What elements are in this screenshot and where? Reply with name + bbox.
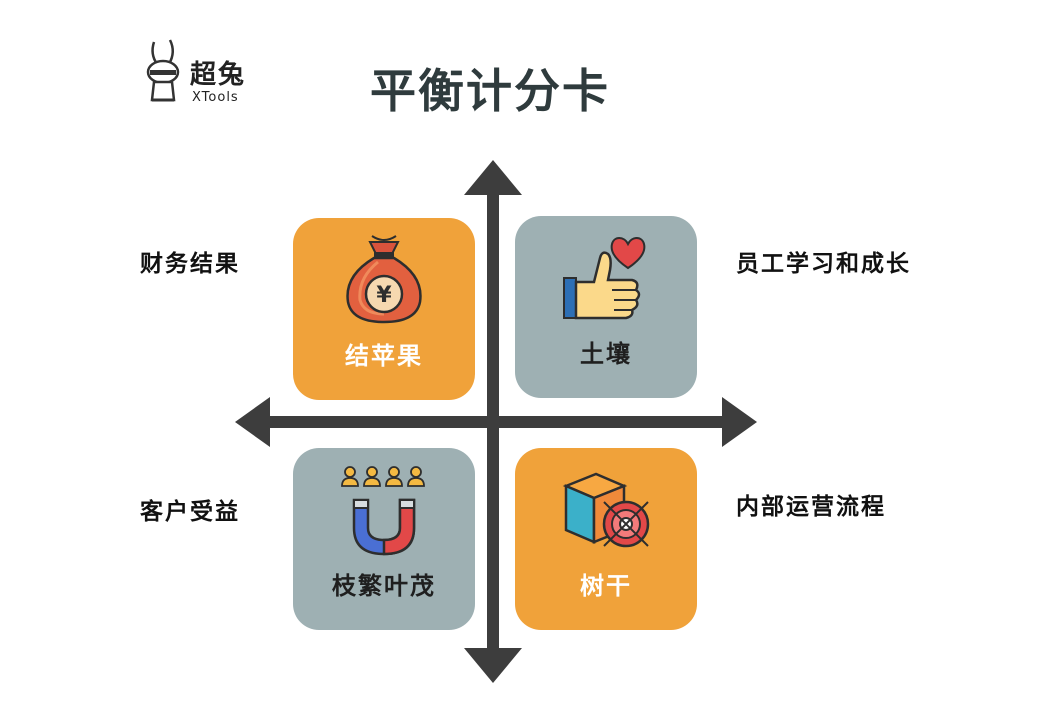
side-label-internal-process: 内部运营流程 xyxy=(736,494,886,520)
horizontal-axis-line xyxy=(265,416,727,428)
logo-chinese-text: 超兔 xyxy=(190,60,247,90)
side-label-customer: 客户受益 xyxy=(140,499,240,525)
left-arrowhead xyxy=(235,397,270,447)
rabbit-mascot-icon xyxy=(146,39,180,102)
right-arrowhead xyxy=(722,397,757,447)
tile-label-financial: 结苹果 xyxy=(345,342,423,370)
tile-customer: 枝繁叶茂 xyxy=(293,448,475,630)
thumbs-up-heart-icon xyxy=(563,237,646,320)
tile-internal-process: 树干 xyxy=(515,448,697,630)
cube-target-icon xyxy=(562,472,650,548)
tile-label-customer: 枝繁叶茂 xyxy=(332,572,436,600)
customer-magnet-icon xyxy=(341,466,425,556)
tile-financial: ¥ 结苹果 xyxy=(293,218,475,400)
money-bag-icon: ¥ xyxy=(346,235,422,324)
tile-learning-growth: 土壤 xyxy=(515,216,697,398)
tile-label-internal-process: 树干 xyxy=(580,572,632,600)
side-label-financial: 财务结果 xyxy=(140,251,240,277)
logo-english-text: XTools xyxy=(192,90,239,105)
page-title: 平衡计分卡 xyxy=(370,64,610,118)
up-arrowhead xyxy=(464,160,522,195)
svg-text:¥: ¥ xyxy=(376,283,392,308)
tile-label-learning-growth: 土壤 xyxy=(580,340,632,368)
logo: 超兔 XTools xyxy=(140,38,260,108)
down-arrowhead xyxy=(464,648,522,683)
side-label-learning-growth: 员工学习和成长 xyxy=(736,251,911,277)
